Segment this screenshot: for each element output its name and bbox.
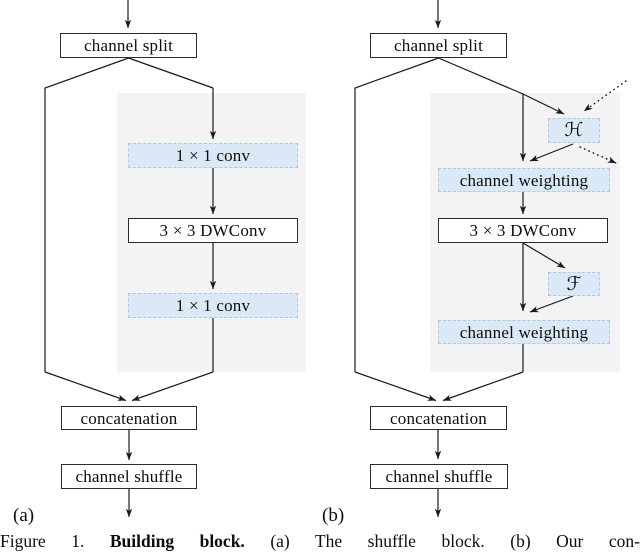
arrow-into-f bbox=[522, 242, 566, 269]
cross-block-dotted-wires bbox=[579, 80, 627, 164]
branch-into-concat-a bbox=[131, 371, 214, 402]
h-function-box: ℋ bbox=[548, 118, 600, 143]
dwconv-box-b: 3 × 3 DWConv bbox=[438, 218, 608, 243]
skip-into-concat-b bbox=[354, 371, 437, 402]
wires-diagram-a bbox=[44, 0, 217, 518]
f-output-arrow bbox=[529, 295, 574, 313]
f-function-box: ℱ bbox=[548, 272, 600, 296]
branch-right-b bbox=[438, 57, 524, 95]
arrow-into-h bbox=[522, 93, 565, 115]
channel-split-box-b: channel split bbox=[370, 33, 507, 58]
caption-part-a: (a) The shuffle block. bbox=[270, 531, 485, 551]
concatenation-box-b: concatenation bbox=[370, 406, 507, 430]
channel-weighting-box-2: channel weighting bbox=[438, 320, 610, 344]
wires-diagram-b bbox=[354, 0, 574, 518]
skip-connection-b bbox=[354, 57, 439, 372]
skip-connection-a bbox=[44, 57, 129, 372]
figure-caption: Figure 1. Building block. (a) The shuffl… bbox=[0, 531, 640, 552]
channel-weighting-box-1: channel weighting bbox=[438, 168, 610, 192]
dotted-arrow-into-h bbox=[583, 80, 627, 112]
subfigure-label-b: (b) bbox=[322, 505, 345, 526]
branch-right-a bbox=[128, 57, 214, 89]
subfigure-label-a: (a) bbox=[13, 505, 35, 526]
caption-title: Building block. bbox=[109, 531, 245, 551]
h-output-arrow bbox=[529, 143, 574, 162]
channel-shuffle-box-a: channel shuffle bbox=[61, 464, 197, 489]
conv1x1-box-2: 1 × 1 conv bbox=[128, 293, 298, 318]
dotted-arrow-out-of-h bbox=[579, 146, 617, 164]
channel-shuffle-box-b: channel shuffle bbox=[370, 464, 508, 489]
dwconv-box-a: 3 × 3 DWConv bbox=[128, 218, 298, 243]
concatenation-box-a: concatenation bbox=[61, 406, 197, 430]
channel-split-box-a: channel split bbox=[60, 33, 197, 58]
skip-into-concat-a bbox=[44, 371, 127, 402]
caption-part-b: (b) Our con- bbox=[510, 531, 640, 551]
branch-into-concat-b bbox=[442, 371, 524, 402]
conv1x1-box-1: 1 × 1 conv bbox=[128, 143, 298, 168]
caption-prefix: Figure 1. bbox=[0, 531, 85, 551]
